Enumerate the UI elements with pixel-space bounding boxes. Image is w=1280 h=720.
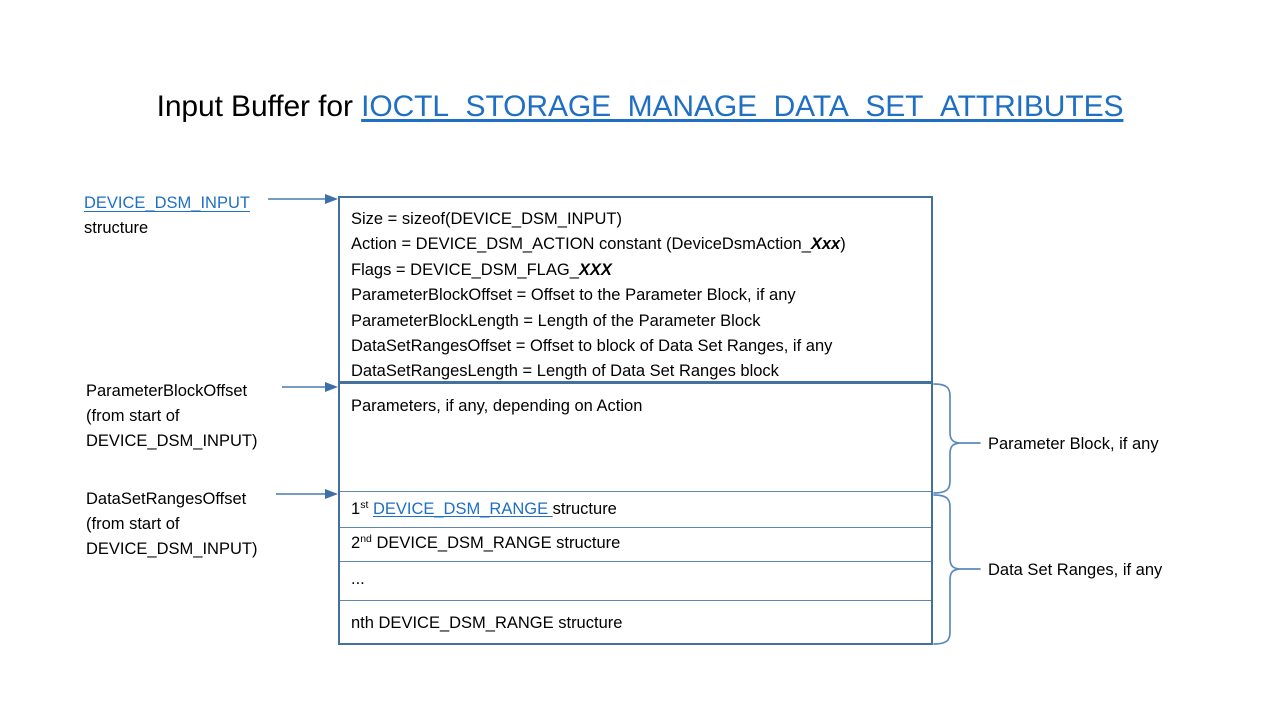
range-row-1-ordinal-suffix: st bbox=[360, 499, 369, 511]
field-size: Size = sizeof(DEVICE_DSM_INPUT) bbox=[351, 210, 622, 228]
field-flags: Flags = DEVICE_DSM_FLAG_XXX bbox=[351, 258, 931, 283]
range-row-2-text: 2nd DEVICE_DSM_RANGE structure bbox=[351, 534, 620, 553]
range-row-4-text: nth DEVICE_DSM_RANGE structure bbox=[351, 614, 623, 632]
brace-data-set-ranges bbox=[933, 494, 981, 645]
label-data-set-ranges-offset-line3: DEVICE_DSM_INPUT) bbox=[86, 540, 258, 558]
link-device-dsm-range[interactable]: DEVICE_DSM_RANGE bbox=[372, 500, 553, 518]
field-flags-pre: Flags = DEVICE_DSM_FLAG_ bbox=[351, 260, 579, 279]
title-prefix: Input Buffer for bbox=[156, 90, 362, 123]
label-device-dsm-input: DEVICE_DSM_INPUT structure bbox=[84, 191, 250, 241]
header-parameters-divider bbox=[338, 381, 933, 384]
range-row: nth DEVICE_DSM_RANGE structure bbox=[340, 600, 931, 643]
range-row-1-suffix: structure bbox=[552, 500, 617, 518]
range-row-2-ordinal-suffix: nd bbox=[360, 533, 372, 545]
field-parameter-block-offset: ParameterBlockOffset = Offset to the Par… bbox=[351, 286, 796, 305]
device-dsm-input-header-region: Size = sizeof(DEVICE_DSM_INPUT) Action =… bbox=[340, 198, 931, 381]
label-parameter-block-if-any: Parameter Block, if any bbox=[988, 435, 1159, 453]
range-row: 2nd DEVICE_DSM_RANGE structure bbox=[340, 527, 931, 561]
arrow-parameter-block-offset bbox=[282, 382, 338, 392]
field-data-set-ranges-length: DataSetRangesLength = Length of Data Set… bbox=[351, 362, 779, 381]
page-title: Input Buffer for IOCTL_STORAGE_MANAGE_DA… bbox=[0, 88, 1280, 126]
brace-parameter-block bbox=[933, 383, 981, 494]
range-row-1-ordinal: 1 bbox=[351, 500, 361, 518]
label-parameter-block-offset-line2: (from start of bbox=[86, 407, 180, 425]
label-data-set-ranges-offset: DataSetRangesOffset (from start of DEVIC… bbox=[86, 487, 257, 562]
data-set-ranges-region: 1st DEVICE_DSM_RANGE structure 2nd DEVIC… bbox=[340, 491, 931, 643]
range-row-1-text: 1st DEVICE_DSM_RANGE structure bbox=[351, 500, 617, 519]
label-data-set-ranges-if-any: Data Set Ranges, if any bbox=[988, 561, 1163, 579]
label-parameter-block-offset-line1: ParameterBlockOffset bbox=[86, 382, 248, 400]
field-action-italic: Xxx bbox=[810, 235, 841, 254]
range-row-2-plain: DEVICE_DSM_RANGE structure bbox=[371, 534, 621, 552]
title-link-ioctl[interactable]: IOCTL_STORAGE_MANAGE_DATA_SET_ATTRIBUTES bbox=[361, 90, 1124, 123]
range-row-2-ordinal: 2 bbox=[351, 534, 361, 552]
link-device-dsm-input[interactable]: DEVICE_DSM_INPUT bbox=[84, 194, 250, 212]
field-parameter-block-length: ParameterBlockLength = Length of the Par… bbox=[351, 311, 761, 330]
label-data-set-ranges-offset-line1: DataSetRangesOffset bbox=[86, 490, 247, 508]
label-device-dsm-input-line2: structure bbox=[84, 219, 149, 237]
field-action-post: ) bbox=[840, 235, 846, 254]
field-data-set-ranges-offset: DataSetRangesOffset = Offset to block of… bbox=[351, 337, 833, 356]
input-buffer-box: Size = sizeof(DEVICE_DSM_INPUT) Action =… bbox=[338, 196, 933, 645]
label-parameter-block-offset: ParameterBlockOffset (from start of DEVI… bbox=[86, 379, 257, 454]
arrow-data-set-ranges-offset bbox=[276, 489, 338, 499]
label-parameter-block-offset-line3: DEVICE_DSM_INPUT) bbox=[86, 432, 258, 450]
field-action: Action = DEVICE_DSM_ACTION constant (Dev… bbox=[351, 232, 931, 257]
field-flags-italic: XXX bbox=[578, 260, 612, 279]
field-action-pre: Action = DEVICE_DSM_ACTION constant (Dev… bbox=[351, 235, 811, 254]
range-row: 1st DEVICE_DSM_RANGE structure bbox=[340, 491, 931, 527]
parameters-block-region: Parameters, if any, depending on Action bbox=[340, 384, 931, 491]
range-row: ... bbox=[340, 561, 931, 600]
parameters-block-text: Parameters, if any, depending on Action bbox=[351, 397, 643, 415]
arrow-device-dsm-input bbox=[268, 194, 338, 204]
label-data-set-ranges-offset-line2: (from start of bbox=[86, 515, 180, 533]
range-row-3-text: ... bbox=[351, 570, 365, 588]
